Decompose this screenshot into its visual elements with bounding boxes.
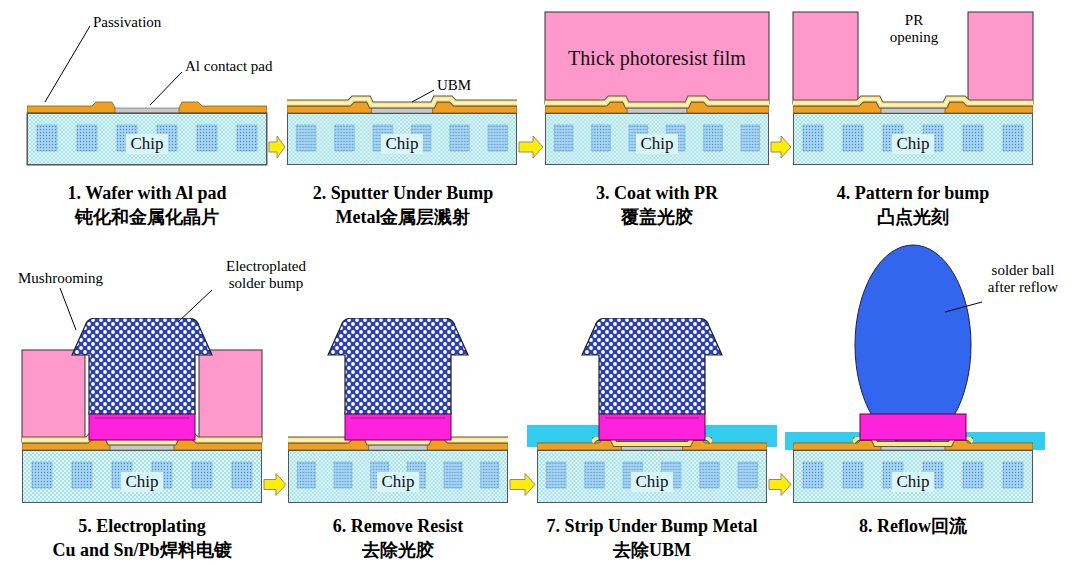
process-arrow bbox=[269, 136, 285, 158]
chip-label: Chip bbox=[631, 472, 672, 492]
part-label: Mushrooming bbox=[18, 270, 103, 287]
film-label: Thick photoresist film bbox=[568, 47, 746, 70]
chip-label: Chip bbox=[377, 472, 418, 492]
chip-label: Chip bbox=[892, 134, 933, 154]
step-caption: 6. Remove Resist bbox=[333, 516, 463, 537]
process-arrow bbox=[510, 474, 535, 496]
step-caption: 3. Coat with PR bbox=[596, 183, 718, 204]
chip-box: Chip bbox=[545, 113, 769, 165]
process-arrow bbox=[519, 136, 543, 158]
part-label: PR opening bbox=[883, 12, 945, 47]
process-arrow bbox=[769, 474, 791, 496]
step-caption: 1. Wafer with Al pad bbox=[68, 183, 227, 204]
process-arrow bbox=[771, 136, 791, 158]
step-caption: 5. Electroplating bbox=[78, 516, 206, 537]
chip-box: Chip bbox=[27, 113, 267, 165]
step-caption: 凸点光刻 bbox=[877, 207, 949, 228]
chip-label: Chip bbox=[892, 472, 933, 492]
part-label: UBM bbox=[437, 77, 471, 94]
step-caption: 2. Sputter Under Bump bbox=[313, 183, 493, 204]
process-arrow bbox=[264, 474, 286, 496]
part-label: solder ball after reflow bbox=[978, 262, 1068, 297]
step-caption: 8. Reflow回流 bbox=[859, 516, 967, 537]
step-caption: Metal金属层溅射 bbox=[336, 207, 471, 228]
chip-box: Chip bbox=[793, 113, 1033, 165]
step-caption: 去除UBM bbox=[613, 540, 691, 561]
step-caption: 去除光胶 bbox=[362, 540, 434, 561]
chip-box: Chip bbox=[288, 450, 508, 503]
step-caption: 钝化和金属化晶片 bbox=[75, 207, 219, 228]
step-caption: 覆盖光胶 bbox=[621, 207, 693, 228]
chip-label: Chip bbox=[636, 134, 677, 154]
step-caption: 7. Strip Under Bump Metal bbox=[546, 516, 757, 537]
chip-label: Chip bbox=[126, 134, 167, 154]
step-caption: Cu and Sn/Pb焊料电镀 bbox=[52, 540, 231, 561]
step-caption: 4. Pattern for bump bbox=[837, 183, 990, 204]
chip-box: Chip bbox=[22, 450, 262, 503]
chip-label: Chip bbox=[121, 472, 162, 492]
part-label: Electroplated solder bump bbox=[212, 258, 320, 293]
chip-label: Chip bbox=[381, 134, 422, 154]
chip-box: Chip bbox=[537, 450, 767, 503]
chip-box: Chip bbox=[287, 113, 517, 165]
chip-box: Chip bbox=[793, 450, 1033, 503]
photoresist-film: Thick photoresist film bbox=[545, 30, 769, 86]
part-label: Al contact pad bbox=[185, 58, 272, 75]
part-label: Passivation bbox=[93, 14, 161, 31]
